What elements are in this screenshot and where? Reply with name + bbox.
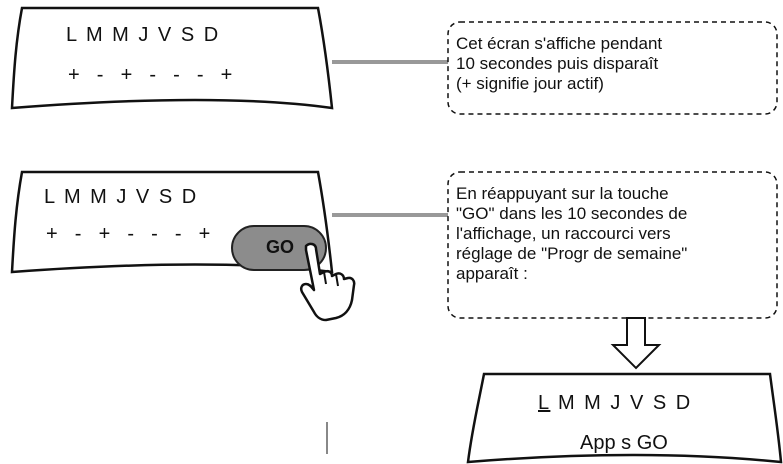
go-button-label[interactable]: GO (266, 237, 295, 257)
note-box-1 (447, 21, 778, 115)
screen3-rest-days: M M J V S D (550, 392, 693, 414)
pointing-hand-icon (299, 242, 356, 322)
note-box-2 (447, 171, 778, 319)
lcd-screen-1 (10, 6, 334, 110)
screen3-hint: App s GO (580, 432, 668, 454)
note2-text: En réappuyant sur la touche "GO" dans le… (456, 184, 688, 283)
go-button[interactable] (231, 225, 327, 271)
screen2-days: L M M J V S D (44, 186, 199, 208)
note1-text: Cet écran s'affiche pendant 10 secondes … (456, 34, 663, 93)
screen1-states: + - + - - - + (68, 64, 235, 86)
screen2-states: + - + - - - + (46, 223, 213, 245)
screen3-days: L M M J V S D (538, 392, 692, 415)
down-arrow-icon (610, 317, 662, 370)
screen1-days: L M M J V S D (66, 24, 221, 46)
screen3-selected-day: L (538, 392, 551, 414)
lcd-screen-3 (466, 372, 783, 464)
